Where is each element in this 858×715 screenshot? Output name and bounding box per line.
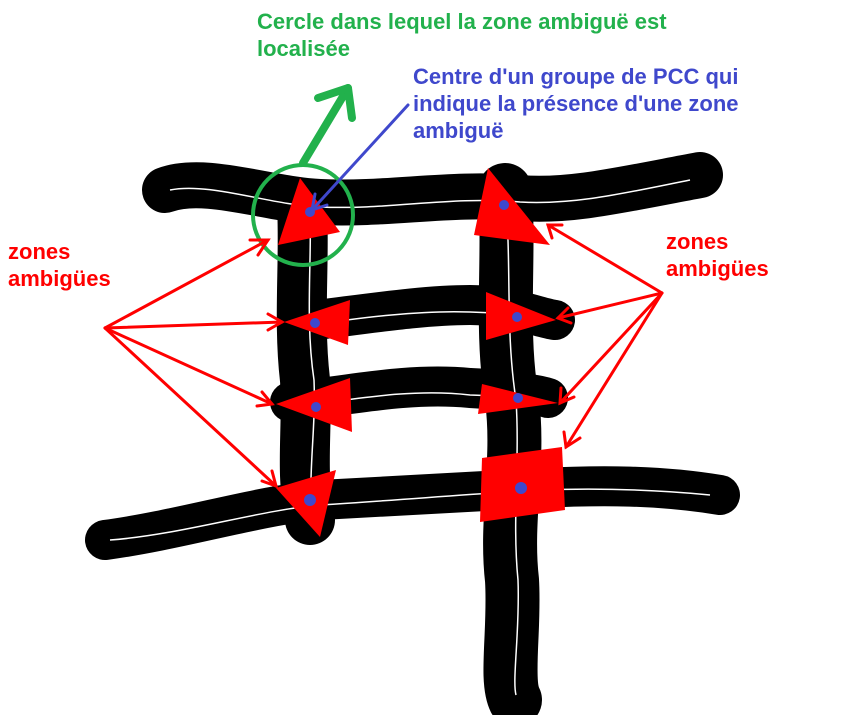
circle-label: Cercle dans lequel la zone ambiguë est l… bbox=[257, 8, 667, 62]
green-arrow bbox=[299, 84, 356, 167]
pcc-point bbox=[513, 393, 523, 403]
center-label-line-2: indique la présence d'une zone bbox=[413, 91, 739, 116]
pcc-centers bbox=[304, 200, 527, 506]
skeleton-lines bbox=[109, 179, 711, 696]
circle-label-line-2: localisée bbox=[257, 36, 350, 61]
blue-arrow bbox=[310, 103, 410, 213]
right-zones-label-line-1: zones bbox=[666, 229, 729, 254]
left-zones-label-line-2: ambigües bbox=[8, 266, 111, 291]
left-zones-label: zones ambigües bbox=[8, 238, 111, 292]
right-zones-label-line-2: ambigües bbox=[666, 256, 769, 281]
left-red-arrows bbox=[103, 238, 286, 489]
skeleton-left bbox=[308, 209, 316, 521]
stroke-right-vertical bbox=[478, 163, 542, 715]
pcc-point bbox=[512, 312, 522, 322]
right-zones-label: zones ambigües bbox=[666, 228, 769, 282]
center-label-line-1: Centre d'un groupe de PCC qui bbox=[413, 64, 739, 89]
pcc-point bbox=[304, 494, 316, 506]
right-red-arrows bbox=[545, 223, 664, 450]
skeleton-bottom bbox=[109, 488, 711, 541]
center-label: Centre d'un groupe de PCC qui indique la… bbox=[413, 63, 739, 144]
pcc-point bbox=[311, 402, 321, 412]
pcc-point bbox=[515, 482, 527, 494]
pcc-point bbox=[310, 318, 320, 328]
character-strokes bbox=[85, 152, 740, 715]
stroke-left-vertical bbox=[276, 180, 335, 545]
left-zones-label-line-1: zones bbox=[8, 239, 71, 264]
stroke-top-horizontal bbox=[142, 152, 723, 226]
pcc-point bbox=[499, 200, 509, 210]
center-label-line-3: ambiguë bbox=[413, 118, 504, 143]
zone-top-right bbox=[474, 168, 550, 245]
circle-label-line-1: Cercle dans lequel la zone ambiguë est bbox=[257, 9, 667, 34]
skeleton-top bbox=[169, 179, 691, 209]
stroke-bottom-horizontal bbox=[85, 466, 740, 560]
